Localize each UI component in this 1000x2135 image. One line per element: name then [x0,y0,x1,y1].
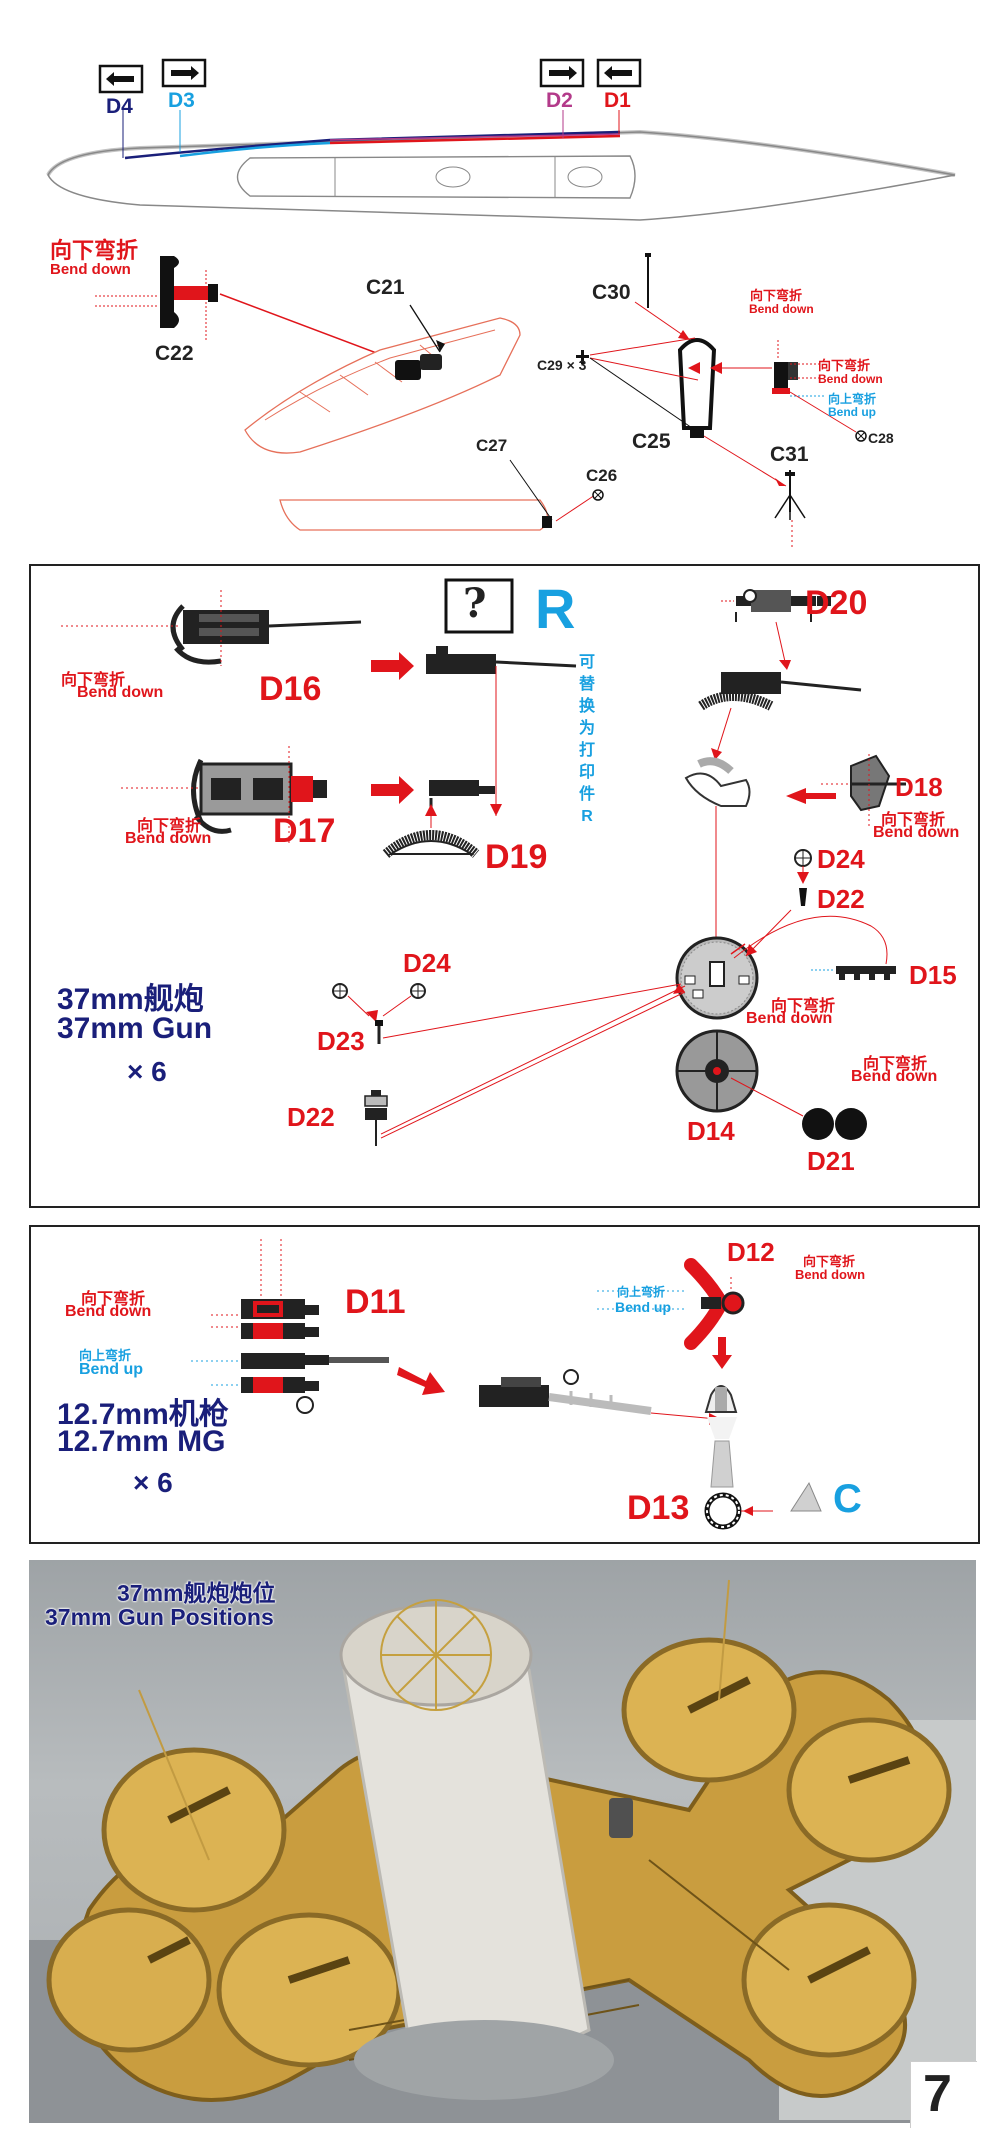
label-d23: D23 [317,1026,365,1056]
bend-down-cn-d15: 向下弯折 [771,998,836,1015]
alt-char-3: 换 [578,698,595,715]
label-d22-right: D22 [817,884,865,914]
label-d22-left: D22 [287,1102,335,1132]
alt-char-7: 件 [578,786,595,803]
label-d18: D18 [895,772,943,802]
bend-down-en-c28b: Bend down [818,372,883,386]
bend-up-en-c28: Bend up [828,405,876,419]
bend-down-en-c28a: Bend down [749,302,814,316]
label-d11: D11 [345,1283,406,1321]
alt-char-5: 打 [578,742,595,759]
label-d19: D19 [485,838,548,876]
page-number: 7 [923,2065,952,2123]
mg-assembly-diagram [191,1239,745,1488]
bend-down-cn-d11: 向下弯折 [81,1291,146,1308]
bend-up-cn-c28: 向上弯折 [828,392,877,406]
label-d14: D14 [687,1116,735,1146]
label-d16: D16 [259,670,322,708]
bend-down-en-d21: Bend down [851,1068,938,1085]
label-c28: C28 [868,430,894,446]
c31-tripod-icon [774,470,806,520]
bend-down-en-d18: Bend down [873,824,960,841]
bend-down-cn-d21: 向下弯折 [863,1056,928,1073]
d17-part-icon [191,758,327,834]
d15-part-icon [811,966,896,980]
label-c25: C25 [632,430,671,453]
motor-boat-drawing [244,317,521,454]
bend-down-en-d12: Bend down [795,1267,866,1282]
bend-down-cn-d17: 向下弯折 [137,818,202,835]
mg-title-cn: 12.7mm机枪 [57,1398,229,1431]
bend-down-cn-c22: 向下弯折 [50,238,139,263]
alt-char-2: 替 [578,676,595,693]
label-d20: D20 [805,584,868,622]
bend-down-cn-d18: 向下弯折 [881,812,946,829]
bend-down-cn-d12: 向下弯折 [803,1254,856,1269]
bend-up-cn-d11: 向上弯折 [79,1348,132,1363]
gun-title-cn: 37mm舰炮 [57,983,204,1016]
label-c22: C22 [155,342,194,365]
tag-d2: D2 [546,89,573,112]
label-c26: C26 [586,466,618,485]
tag-d3: D3 [168,89,195,112]
alt-char-8: R [581,808,593,825]
photo-caption-en: 37mm Gun Positions [45,1604,274,1630]
d18-part-icon [821,754,906,826]
tag-d4: D4 [106,95,133,118]
d20-part-icon [721,589,831,622]
page-number-box: 7 [910,2061,977,2128]
alt-resin-note: 可 替 换 为 打 印 件 R [576,652,598,828]
bend-down-en-d15: Bend down [746,1010,833,1027]
d16-part-icon [170,604,362,665]
label-c30: C30 [592,281,631,304]
d22-lower-part-icon [364,1090,388,1146]
bend-up-en-d12: Bend up [615,1299,671,1315]
label-c: C [833,1477,862,1521]
label-d12: D12 [727,1237,775,1267]
label-d15: D15 [909,960,957,990]
gun-assembly-diagram [61,578,906,1146]
photo-caption-cn: 37mm舰炮炮位 [117,1580,276,1606]
label-c29: C29 × 3 [537,357,587,373]
gun-title-en: 37mm Gun [57,1012,213,1045]
bend-down-cn-d16: 向下弯折 [61,672,126,689]
label-c31: C31 [770,443,809,466]
mg-assembly-panel: 向下弯折 Bend down 向上弯折 Bend up D11 D12 向下弯折… [29,1225,980,1544]
d12-part-icon [684,1258,745,1350]
bend-down-en-d11: Bend down [65,1303,152,1320]
hull-diagram [46,58,956,548]
bend-down-cn-c28a: 向下弯折 [750,288,803,303]
bend-up-cn-d12: 向上弯折 [617,1285,666,1299]
question-mark: ? [463,580,487,627]
label-d21: D21 [807,1146,855,1176]
label-d24-right: D24 [817,844,865,874]
label-c21: C21 [366,276,405,299]
gun-positions-photo: 37mm舰炮炮位 37mm Gun Positions [29,1560,976,2123]
bend-down-en-d16: Bend down [77,684,164,701]
resin-letter: R [535,577,576,640]
bend-up-en-d11: Bend up [79,1361,143,1378]
label-d24-left: D24 [403,948,451,978]
label-d13: D13 [627,1489,690,1527]
alt-char-6: 印 [578,764,595,781]
alt-char-1: 可 [578,654,595,671]
bend-down-cn-c28b: 向下弯折 [818,358,871,373]
photo-rendering [29,1579,976,2123]
tag-d1: D1 [604,89,631,112]
c22-part-icon [95,256,218,340]
mg-title-en: 12.7mm MG [57,1425,226,1458]
d13-ring-layer [704,1481,822,1530]
bend-down-en-c22: Bend down [50,261,131,278]
bend-down-en-d17: Bend down [125,830,212,847]
label-d17: D17 [273,812,336,850]
small-boat-drawing [279,499,552,531]
alt-char-4: 为 [578,720,595,737]
mg-quantity: × 6 [133,1467,173,1498]
gun-quantity: × 6 [127,1056,167,1087]
d11-part-icon [241,1299,389,1414]
label-c27: C27 [476,436,508,455]
gun-assembly-panel: 向下弯折 Bend down D16 向下弯折 Bend down D17 D1… [29,564,980,1208]
